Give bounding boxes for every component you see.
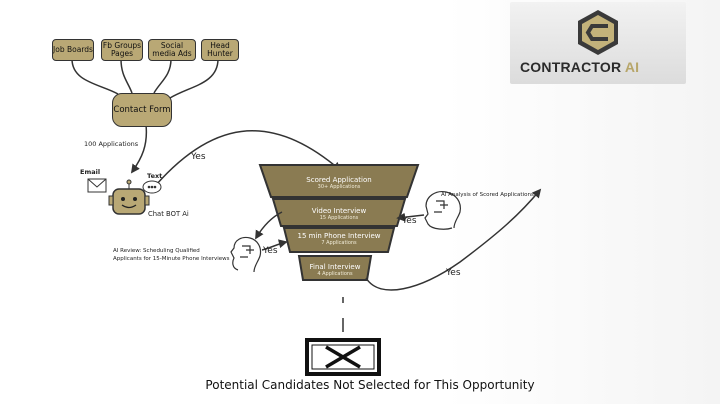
yes-label-top: Yes (191, 152, 206, 162)
text-label: Text (147, 172, 163, 180)
funnel-stage-1-title: Scored Application (306, 176, 372, 184)
logo-wordmark: CONTRACTOR AI (520, 59, 639, 75)
funnel-stage-4-text: Final Interview 4 Applications (301, 263, 369, 277)
funnel-stage-1-count: 30+ Applications (317, 184, 361, 190)
funnel-stage-1 (258, 164, 420, 198)
funnel-stage-4-count: 4 Applications (317, 271, 353, 277)
source-job-boards: Job Boards (52, 39, 94, 61)
email-envelope-icon (87, 178, 107, 193)
funnel-stage-2-count: 15 Applications (319, 215, 359, 221)
funnel-stage-3-text: 15 min Phone Interview 7 Applications (286, 232, 392, 246)
yes-label-bottom: Yes (446, 268, 461, 278)
source-social-media-ads: Social media Ads (148, 39, 196, 61)
not-selected-caption: Potential Candidates Not Selected for Th… (205, 378, 535, 392)
funnel-stage-2 (271, 198, 407, 227)
funnel-stage-3-title: 15 min Phone Interview (297, 232, 381, 240)
email-label: Email (80, 168, 101, 176)
contact-form-node: Contact Form (112, 93, 172, 127)
yes-label-left: Yes (263, 246, 278, 256)
funnel-stage-2-title: Video Interview (311, 207, 367, 215)
funnel-stage-2-text: Video Interview 15 Applications (281, 207, 397, 221)
chatbot-label: Chat BOT Ai (148, 210, 189, 218)
ai-head-right-icon (424, 191, 461, 230)
yes-label-right: Yes (402, 216, 417, 226)
ai-review-label-line2: Applicants for 15-Minute Phone Interview… (113, 256, 230, 262)
applications-count-label: 100 Applications (84, 140, 139, 148)
ai-analysis-label: AI Analysis of Scored Applications (441, 192, 534, 198)
chatbot-robot-icon (108, 179, 150, 215)
ai-head-left-icon (230, 236, 262, 273)
text-bubble-icon (142, 180, 162, 194)
funnel-stage-4-title: Final Interview (309, 263, 361, 271)
source-head-hunter: Head Hunter (201, 39, 239, 61)
ai-review-label-line1: AI Review: Scheduling Qualified (113, 248, 200, 254)
contractor-ai-logo: CONTRACTOR AI (510, 2, 686, 84)
hexagon-logo-icon (578, 10, 618, 55)
rejected-x-icon (305, 338, 381, 376)
funnel-stage-3-count: 7 Applications (321, 240, 357, 246)
source-fb-groups: Fb Groups Pages (101, 39, 143, 61)
funnel-stage-3 (282, 227, 396, 253)
logo-suffix-text: AI (624, 59, 640, 75)
logo-brand-text: CONTRACTOR (520, 59, 622, 75)
funnel-stage-1-text: Scored Application 30+ Applications (271, 176, 407, 190)
